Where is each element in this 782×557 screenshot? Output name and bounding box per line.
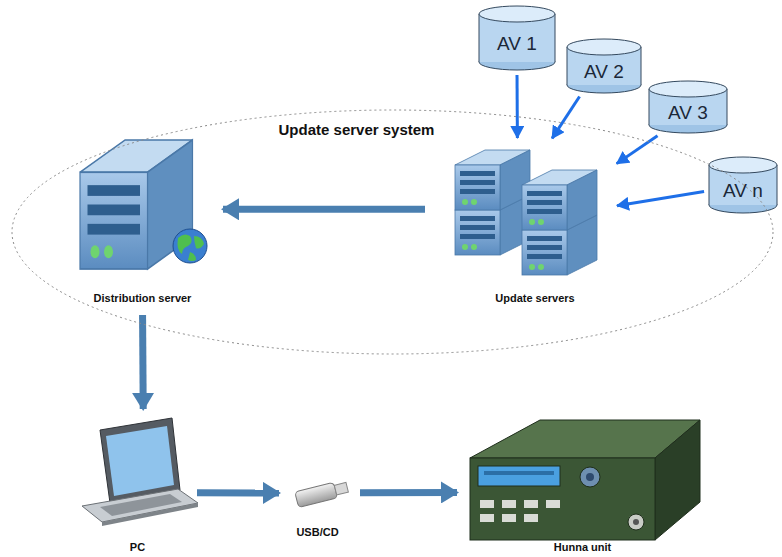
- node-label: PC: [130, 541, 145, 554]
- flow-arrow: [197, 489, 279, 496]
- node-label: Distribution server: [94, 292, 192, 305]
- node-label: AV 1: [497, 33, 537, 55]
- database-cylinder: AV 2: [566, 38, 642, 94]
- node-label: Update server system: [279, 121, 435, 139]
- flow-arrow: [617, 136, 658, 164]
- flow-arrow: [552, 97, 579, 139]
- database-cylinder: AV 1: [478, 5, 556, 71]
- system-region: Update server systemDistribution server U…: [10, 108, 775, 356]
- usb-stick-icon: [295, 479, 349, 507]
- node-label: AV n: [723, 180, 763, 202]
- device-node: Update servers: [455, 140, 615, 305]
- flow-arrow: [139, 315, 147, 409]
- hunna-device-icon: [470, 420, 700, 540]
- node-label: AV 2: [584, 61, 624, 83]
- node-label: AV 3: [668, 102, 708, 124]
- laptop-icon: [82, 418, 198, 526]
- flow-arrow: [516, 75, 519, 138]
- flow-arrow: [223, 206, 425, 213]
- device-node: Hunna unit: [465, 420, 700, 554]
- database-cylinder: AV n: [708, 156, 778, 214]
- node-label: USB/CD: [296, 526, 338, 539]
- database-cylinder: AV 3: [648, 80, 728, 134]
- device-node: USB/CD: [285, 475, 350, 539]
- flow-arrow: [617, 191, 704, 205]
- region-ellipse: [10, 108, 775, 356]
- node-label: Update servers: [495, 292, 575, 305]
- device-node: Distribution server: [70, 140, 215, 305]
- flow-arrow: [360, 489, 457, 496]
- globe-icon: [173, 229, 207, 263]
- device-node: PC: [80, 415, 195, 554]
- node-label: Hunna unit: [554, 541, 611, 554]
- server-rack-icon: [455, 150, 597, 275]
